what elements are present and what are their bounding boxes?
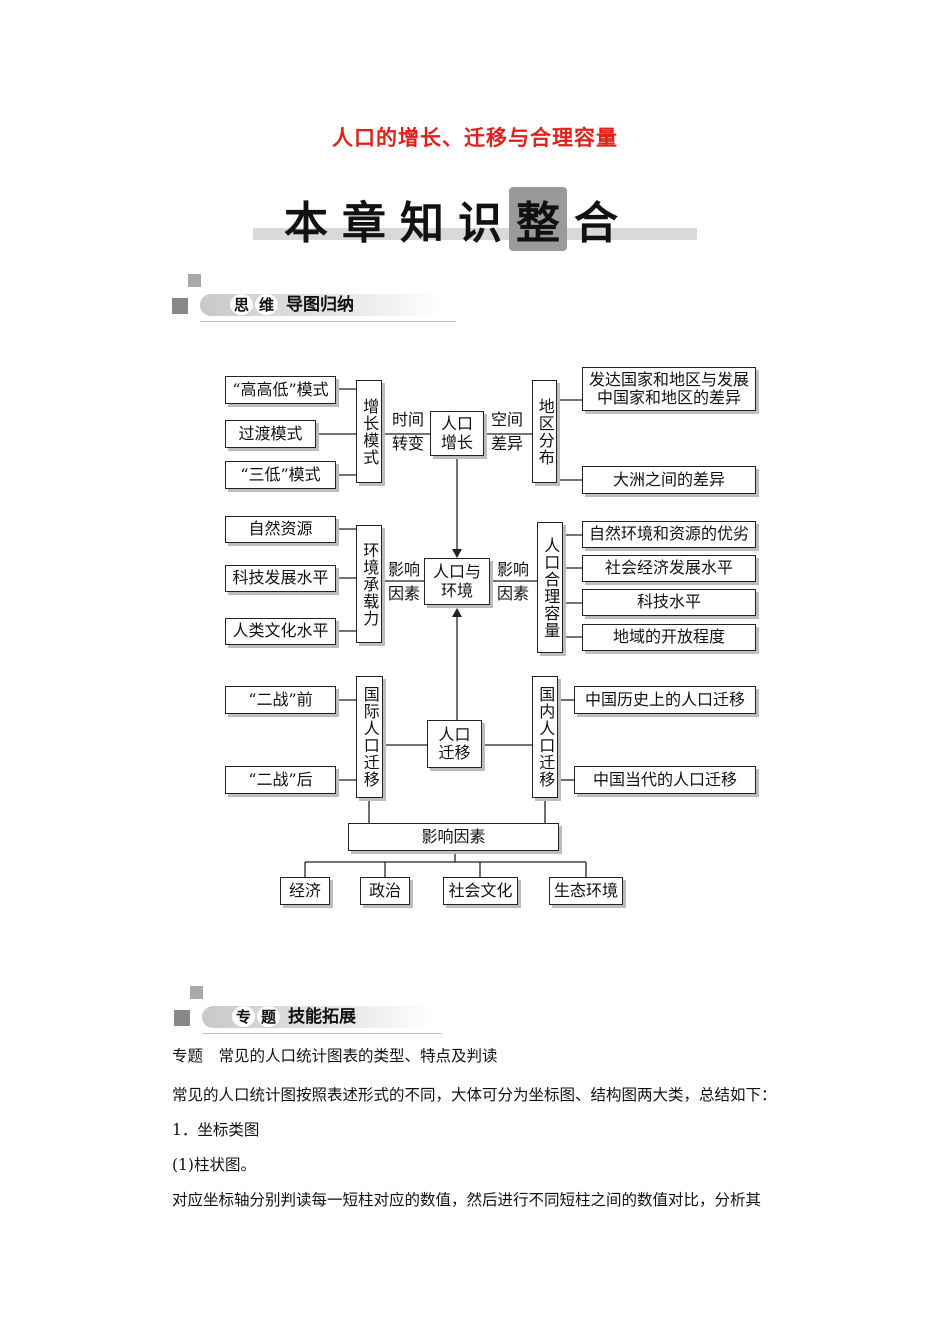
section-title: 导图归纳	[285, 295, 354, 315]
china-contemporary-migration-box: 中国当代的人口迁移	[574, 766, 756, 794]
banner-char-highlight: 整	[509, 187, 567, 251]
factor-ecology-box: 生态环境	[549, 877, 623, 905]
banner-stripe	[253, 228, 697, 240]
factor-politics-box: 政治	[360, 877, 410, 905]
section-char: 维	[255, 294, 279, 315]
mode-box-three-low: “三低”模式	[225, 461, 336, 489]
influence-factors-label-right: 影响因素	[496, 560, 529, 603]
pre-ww2-box: “二战”前	[225, 686, 336, 714]
population-growth-box: 人口增长	[430, 411, 484, 456]
spatial-difference-label: 空间差异	[490, 410, 523, 453]
mode-box-transition: 过渡模式	[225, 420, 316, 448]
influence-factors-box: 影响因素	[348, 823, 559, 851]
china-historical-migration-box: 中国历史上的人口迁移	[574, 686, 756, 714]
banner-char: 本	[284, 198, 328, 249]
banner-char: 合	[574, 198, 618, 249]
env-resources-quality-box: 自然环境和资源的优劣	[582, 521, 756, 548]
env-capacity-box: 环境承载力	[356, 525, 382, 643]
culture-level-box: 人类文化水平	[225, 618, 336, 645]
growth-mode-box: 增长模式	[356, 380, 382, 483]
document-title: 人口的增长、迁移与合理容量	[332, 126, 618, 150]
intro-paragraph: 常见的人口统计图按照表述形式的不同，大体可分为坐标图、结构图两大类，总结如下：	[172, 1086, 777, 1104]
tech-box: 科技水平	[582, 589, 756, 616]
section-header-topic: 专题 技能拓展	[174, 986, 444, 1036]
topic-heading: 专题 常见的人口统计图表的类型、特点及判读	[172, 1047, 498, 1065]
domestic-migration-box: 国内人口迁移	[532, 676, 558, 798]
time-transition-label: 时间转变	[391, 410, 424, 453]
subheading-coordinate-charts: 1．坐标类图	[172, 1121, 260, 1139]
socio-economic-box: 社会经济发展水平	[582, 555, 756, 582]
regional-distribution-box: 地区分布	[532, 380, 557, 483]
banner-char: 知	[400, 198, 444, 249]
banner-char: 章	[342, 198, 386, 249]
subheading-bar-chart: (1)柱状图。	[172, 1156, 256, 1174]
section-char: 思	[230, 294, 254, 315]
continent-diff-box: 大洲之间的差异	[582, 466, 756, 494]
tech-level-box: 科技发展水平	[225, 565, 336, 592]
population-migration-box: 人口迁移	[427, 720, 482, 768]
factor-economy-box: 经济	[280, 877, 330, 905]
section-char: 题	[257, 1006, 281, 1027]
openness-box: 地域的开放程度	[582, 624, 756, 651]
post-ww2-box: “二战”后	[225, 766, 336, 794]
banner-char: 识	[458, 198, 502, 249]
bar-chart-paragraph: 对应坐标轴分别判读每一短柱对应的数值，然后进行不同短柱之间的数值对比，分析其	[172, 1191, 762, 1209]
section-header-mindmap: 思维 导图归纳	[172, 274, 457, 324]
section-title: 技能拓展	[287, 1007, 356, 1027]
chapter-banner: 本 章 知 识 整 合	[253, 187, 697, 252]
population-environment-box: 人口与环境	[424, 558, 490, 605]
section-char: 专	[232, 1006, 256, 1027]
natural-resources-box: 自然资源	[225, 516, 336, 543]
mode-box-high-high-low: “高高低”模式	[225, 376, 336, 404]
reasonable-capacity-box: 人口合理容量	[537, 522, 563, 653]
developed-developing-diff-box: 发达国家和地区与发展中国家和地区的差异	[582, 367, 756, 411]
intl-migration-box: 国际人口迁移	[356, 676, 383, 798]
factor-social-culture-box: 社会文化	[443, 877, 518, 905]
influence-factors-label-left: 影响因素	[387, 560, 420, 603]
